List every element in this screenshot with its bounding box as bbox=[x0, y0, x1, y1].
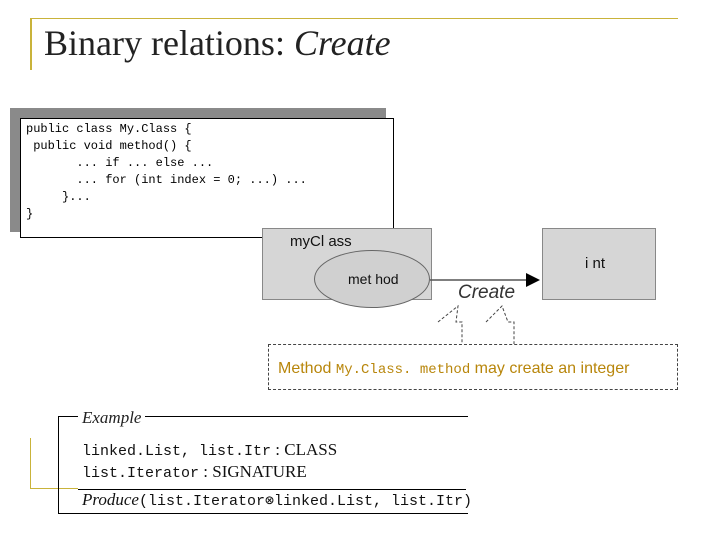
example-line-2-code: list.Iterator bbox=[82, 465, 200, 482]
example-line-1-type: : CLASS bbox=[271, 440, 338, 459]
example-line-3-args: (list.Iterator⊗linked.List, list.Itr) bbox=[138, 493, 473, 510]
bottom-accent-rule bbox=[30, 488, 78, 489]
example-line-2-type: : SIGNATURE bbox=[199, 462, 307, 481]
method-ellipse bbox=[314, 250, 430, 308]
example-line-3-func: Produce bbox=[82, 490, 139, 509]
example-line-3: Produce(list.Iterator⊗linked.List, list.… bbox=[82, 490, 472, 510]
code-line: ... for (int index = 0; ...) ... bbox=[26, 173, 307, 187]
code-line: public void method() { bbox=[26, 139, 192, 153]
code-line: } bbox=[26, 207, 34, 221]
int-box bbox=[542, 228, 656, 300]
code-line: public class My.Class { bbox=[26, 122, 192, 136]
method-label: met hod bbox=[348, 271, 399, 287]
example-box bbox=[58, 416, 468, 514]
callout-suffix: may create an integer bbox=[470, 360, 630, 377]
example-line-1: linked.List, list.Itr : CLASS bbox=[82, 440, 337, 460]
code-box bbox=[20, 118, 394, 238]
create-arrow-head-icon bbox=[526, 273, 540, 287]
bottom-accent-bar bbox=[30, 438, 31, 488]
title-accent-bar bbox=[30, 18, 32, 70]
callout-box bbox=[268, 344, 678, 390]
title-text: Binary relations: bbox=[44, 23, 294, 63]
callout-text: Method My.Class. method may create an in… bbox=[278, 360, 629, 378]
example-separator bbox=[78, 489, 466, 490]
callout-pointer-right bbox=[485, 305, 515, 344]
callout-code: My.Class. method bbox=[335, 362, 471, 378]
class-label: myCl ass bbox=[290, 233, 352, 250]
slide-title: Binary relations: Create bbox=[44, 22, 391, 64]
callout-pointer-left bbox=[437, 304, 463, 344]
title-rule bbox=[30, 18, 678, 19]
create-relation-label: Create bbox=[458, 282, 516, 303]
callout-prefix: Method bbox=[278, 360, 336, 377]
example-line-2: list.Iterator : SIGNATURE bbox=[82, 462, 307, 482]
title-italic: Create bbox=[293, 23, 391, 63]
example-label: Example bbox=[78, 408, 146, 428]
int-label: i nt bbox=[585, 255, 606, 272]
code-line: ... if ... else ... bbox=[26, 156, 214, 170]
code-line: }... bbox=[26, 190, 91, 204]
example-line-1-code: linked.List, list.Itr bbox=[82, 443, 272, 460]
